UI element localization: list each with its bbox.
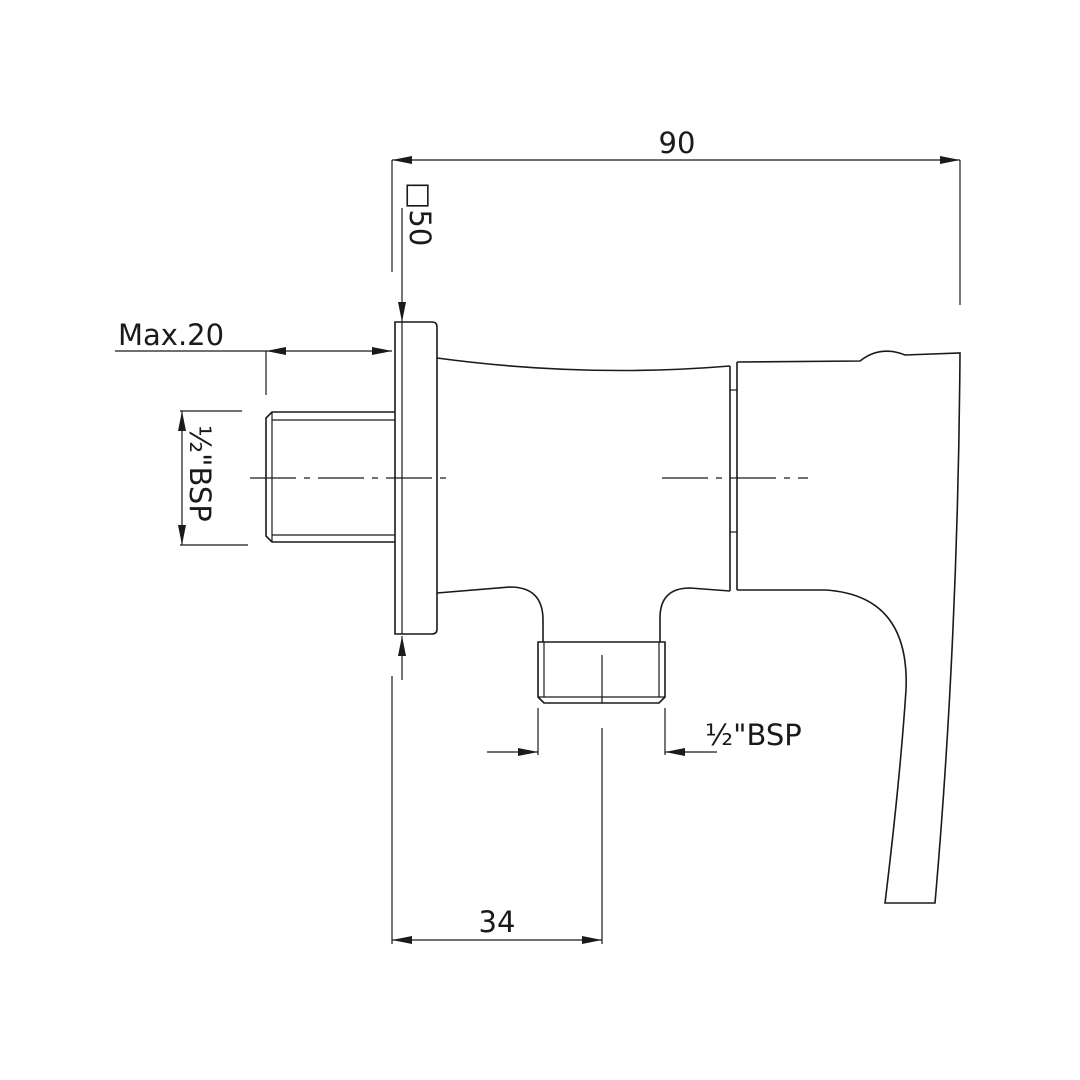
dimension-label-square-50: □50 [403, 182, 437, 246]
dimension-label-34: 34 [479, 905, 516, 939]
dimension-flange-size: □50 [398, 182, 437, 680]
dimension-label-max-20: Max.20 [118, 318, 224, 352]
dimension-outlet-offset: 34 [391, 676, 603, 944]
valve-body [436, 357, 738, 642]
lever-handle [736, 350, 961, 904]
dimension-label-90: 90 [659, 126, 696, 160]
dimension-overall-length: 90 [391, 126, 961, 305]
dimension-max-wall: Max.20 [115, 318, 392, 395]
dimension-inlet-thread: ½"BSP [178, 410, 248, 546]
inlet-thread-pipe [265, 411, 395, 543]
dimension-outlet-thread: ½"BSP [487, 708, 802, 756]
dimension-label-outlet-bsp: ½"BSP [705, 718, 802, 752]
dimension-label-inlet-bsp: ½"BSP [183, 425, 217, 522]
outlet-thread [537, 641, 666, 704]
